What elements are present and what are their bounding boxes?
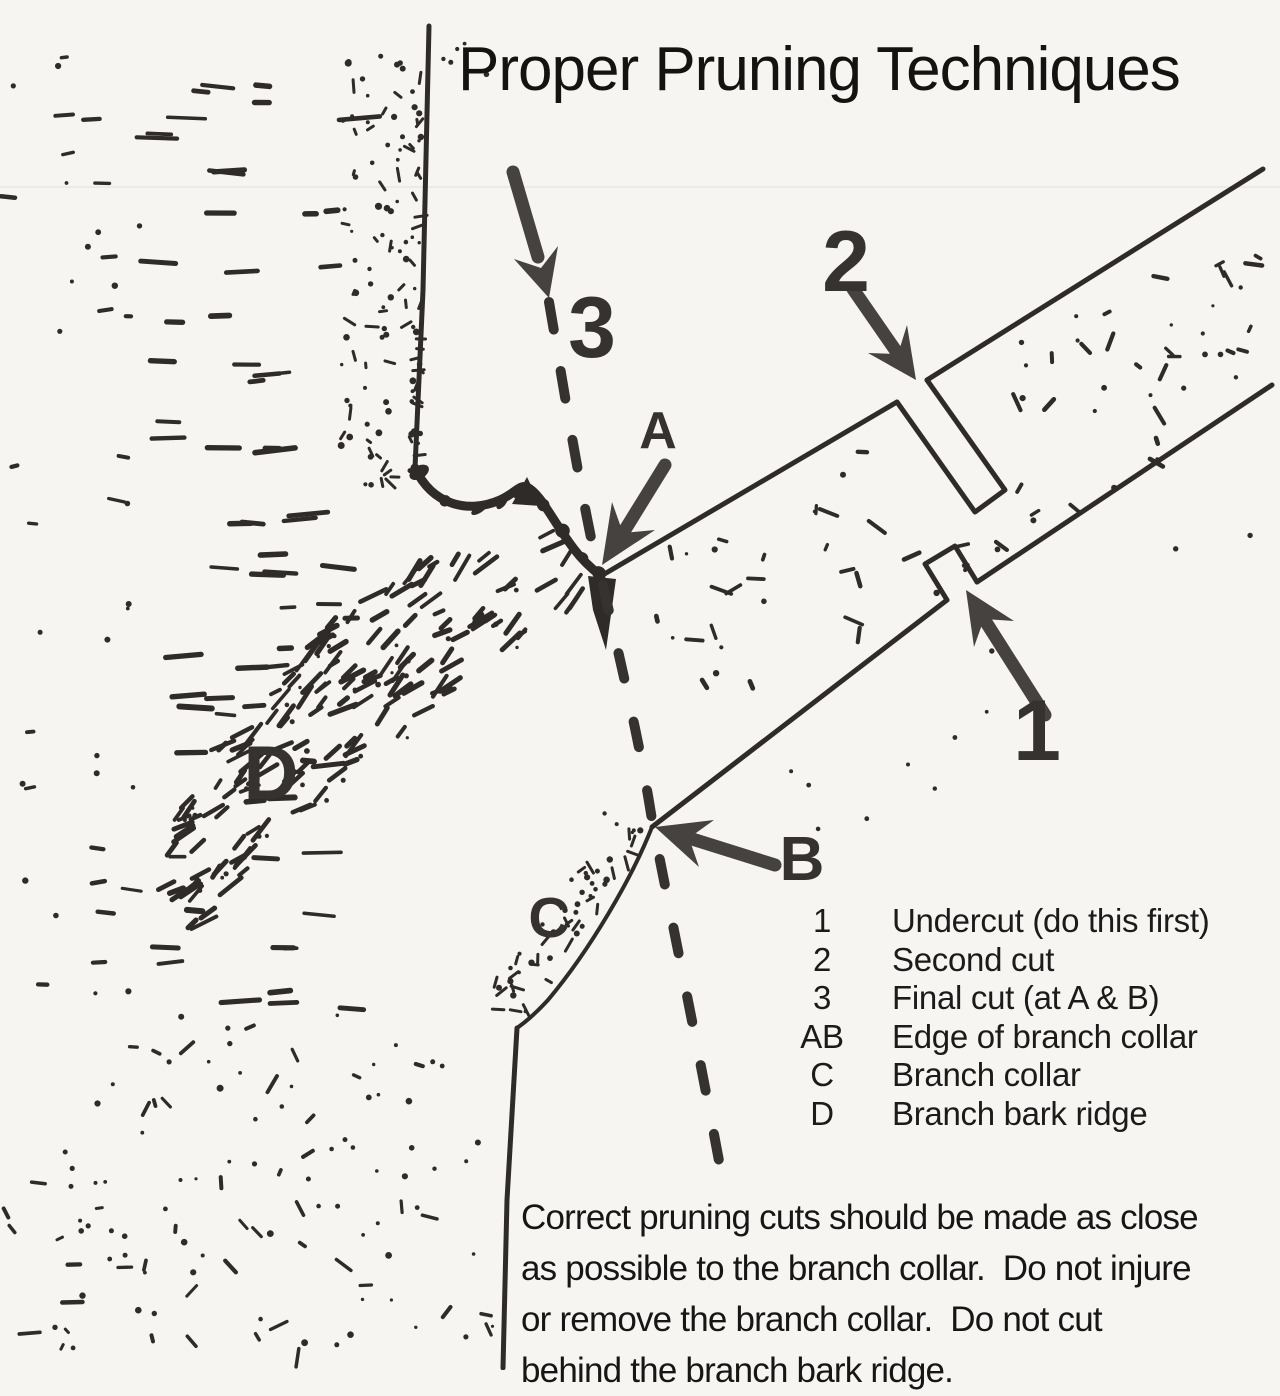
legend-key: D: [786, 1095, 858, 1134]
undercut-kerf: [925, 546, 977, 600]
legend-label: Edge of branch collar: [892, 1018, 1198, 1057]
label-branch-collar: C: [528, 886, 569, 950]
caption-line: or remove the branch collar. Do not cut: [521, 1294, 1271, 1345]
callout-arrow-final-cut: [513, 172, 558, 298]
label-b: B: [780, 825, 825, 894]
label-a: A: [639, 402, 677, 460]
caption: Correct pruning cuts should be made as c…: [521, 1192, 1271, 1396]
second-cut-kerf: [897, 380, 1005, 512]
branch-bark-texture: [656, 256, 1262, 832]
legend: 1 Undercut (do this first) 2 Second cut …: [786, 902, 1209, 1133]
legend-key: 2: [786, 941, 858, 980]
legend-label: Undercut (do this first): [892, 902, 1209, 941]
legend-key: 3: [786, 979, 858, 1018]
legend-key: 1: [786, 902, 858, 941]
label-final-cut: 3: [568, 280, 616, 376]
legend-row: 1 Undercut (do this first): [786, 902, 1209, 941]
legend-row: C Branch collar: [786, 1056, 1209, 1095]
callout-arrow-b: [655, 820, 775, 867]
label-undercut: 1: [1013, 683, 1061, 779]
legend-key: C: [786, 1056, 858, 1095]
label-branch-bark-ridge: D: [244, 731, 299, 816]
caption-line: as possible to the branch collar. Do not…: [521, 1243, 1271, 1294]
legend-row: 3 Final cut (at A & B): [786, 979, 1209, 1018]
final-cut-dashed-line: [549, 302, 724, 1188]
caption-line: Correct pruning cuts should be made as c…: [521, 1192, 1271, 1243]
legend-label: Final cut (at A & B): [892, 979, 1159, 1018]
branch-outline: [601, 169, 1272, 827]
legend-row: D Branch bark ridge: [786, 1095, 1209, 1134]
legend-label: Branch collar: [892, 1056, 1081, 1095]
callout-arrow-a: [602, 465, 665, 565]
caption-line: behind the branch bark ridge.: [521, 1345, 1271, 1396]
page-title: Proper Pruning Techniques: [458, 34, 1258, 105]
legend-key: AB: [786, 1018, 858, 1057]
label-second-cut: 2: [822, 214, 870, 310]
legend-row: AB Edge of branch collar: [786, 1018, 1209, 1057]
legend-label: Branch bark ridge: [892, 1095, 1147, 1134]
legend-label: Second cut: [892, 941, 1054, 980]
legend-row: 2 Second cut: [786, 941, 1209, 980]
branch-bark-ridge-hatching: [158, 461, 608, 929]
